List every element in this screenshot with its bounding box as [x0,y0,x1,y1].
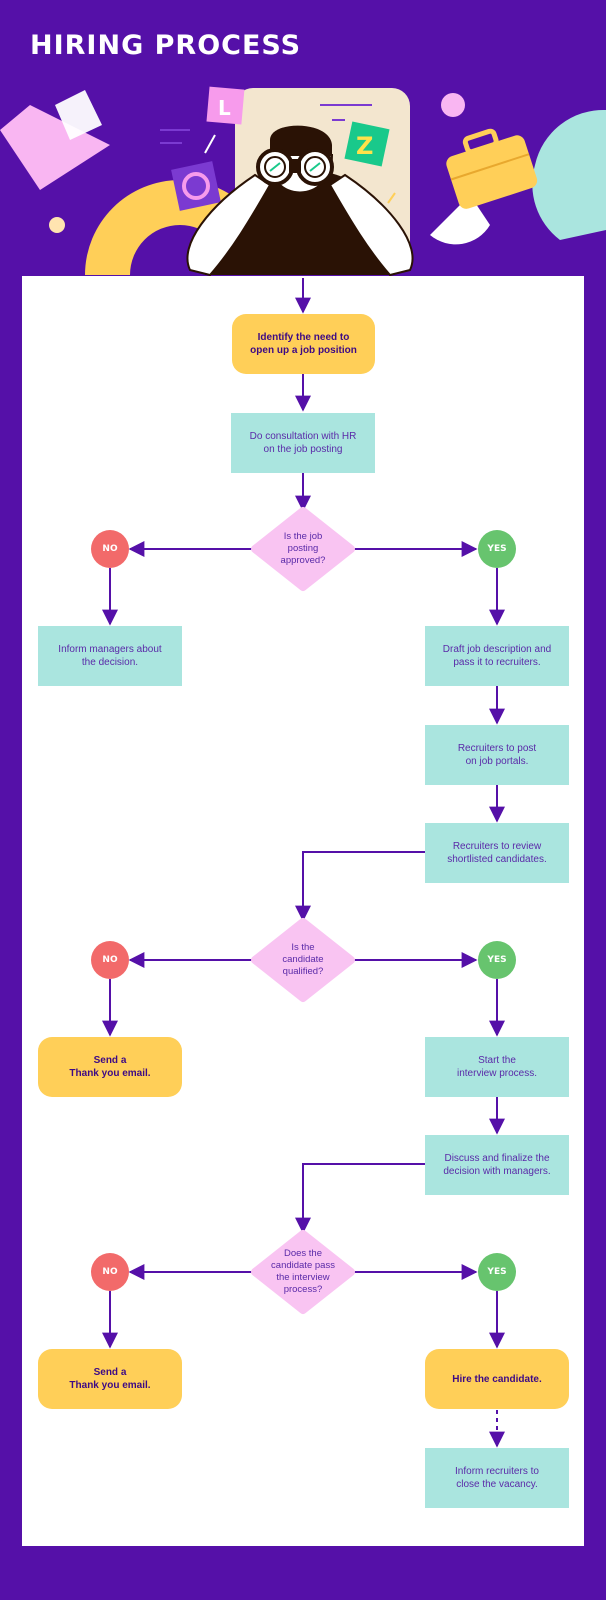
letter-l-icon: L [206,86,245,125]
step-close-vacancy: Inform recruiters to close the vacancy. [425,1448,569,1508]
step-hr-consultation: Do consultation with HR on the job posti… [231,413,375,473]
triangle-shape [0,105,110,190]
yes-badge: YES [478,941,516,979]
no-badge: NO [91,1253,129,1291]
step-discuss-finalize: Discuss and finalize the decision with m… [425,1135,569,1195]
decision-text-candidate-qualified: Is the candidate qualified? [282,942,324,977]
step-hire-candidate: Hire the candidate. [425,1349,569,1409]
yes-badge: YES [478,530,516,568]
step-post-job-portals: Recruiters to post on job portals. [425,725,569,785]
step-inform-managers: Inform managers about the decision. [38,626,182,686]
letter-o-icon [171,161,221,211]
no-badge: NO [91,941,129,979]
hero-illustration: L Z [0,86,606,277]
decision-text-passed-interview: Does the candidate pass the interview pr… [271,1248,335,1295]
page-title: HIRING PROCESS [30,30,302,61]
step-review-candidates: Recruiters to review shortlisted candida… [425,823,569,883]
yes-badge: YES [478,1253,516,1291]
step-send-thank-you-email: Send a Thank you email. [38,1349,182,1409]
no-badge: NO [91,530,129,568]
briefcase-icon [446,128,538,209]
step-start-interview: Start the interview process. [425,1037,569,1097]
step-send-thank-you-email: Send a Thank you email. [38,1037,182,1097]
step-identify-need: Identify the need to open up a job posit… [232,314,375,374]
letter-z-icon: Z [344,121,390,167]
letter-l-text: L [218,96,231,120]
letter-z-text: Z [356,132,373,160]
binoculars-icon [256,148,334,186]
circle-shape [49,217,65,233]
step-draft-description: Draft job description and pass it to rec… [425,626,569,686]
decision-text-job-approved: Is the job posting approved? [280,531,326,566]
